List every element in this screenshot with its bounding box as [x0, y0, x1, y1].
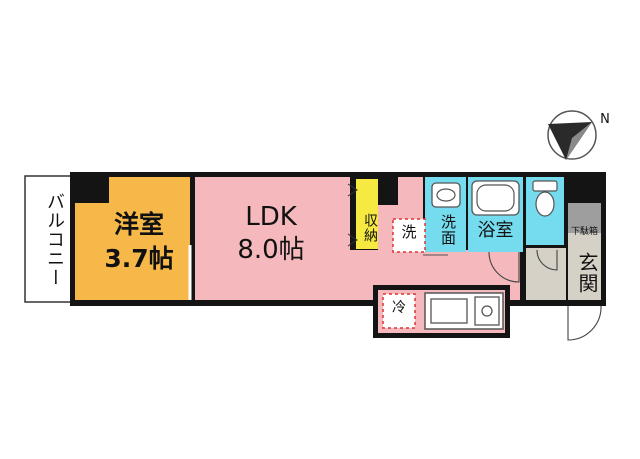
kitchen-counter — [424, 292, 504, 330]
balcony — [24, 175, 72, 303]
compass-icon — [547, 110, 597, 160]
entrance-label: 玄関 — [575, 252, 599, 294]
bathtub — [471, 180, 520, 216]
compass-north-label: N — [600, 112, 610, 127]
storage-closet — [356, 179, 378, 249]
storage-label: 収納 — [362, 213, 378, 243]
ldk-name: LDK — [245, 202, 297, 232]
fridge-label: 冷 — [392, 300, 406, 316]
fridge-space — [382, 293, 416, 329]
balcony-label: バルコニー — [44, 191, 65, 287]
entrance-floor — [526, 248, 566, 300]
wash-basin — [431, 182, 461, 208]
ldk-size: 8.0帖 — [237, 235, 305, 265]
washroom-label: 洗面 — [439, 214, 457, 246]
shoe-box — [568, 203, 601, 233]
ldk-floor — [195, 177, 350, 300]
toilet-fixture — [532, 180, 558, 217]
washer-label: 洗 — [401, 223, 417, 241]
shoe-box-label: 下駄箱 — [570, 227, 598, 237]
western-room-size: 3.7帖 — [104, 244, 174, 273]
bathroom-label: 浴室 — [477, 220, 514, 241]
western-room-name: 洋室 — [113, 210, 164, 239]
washer-space — [392, 218, 426, 253]
